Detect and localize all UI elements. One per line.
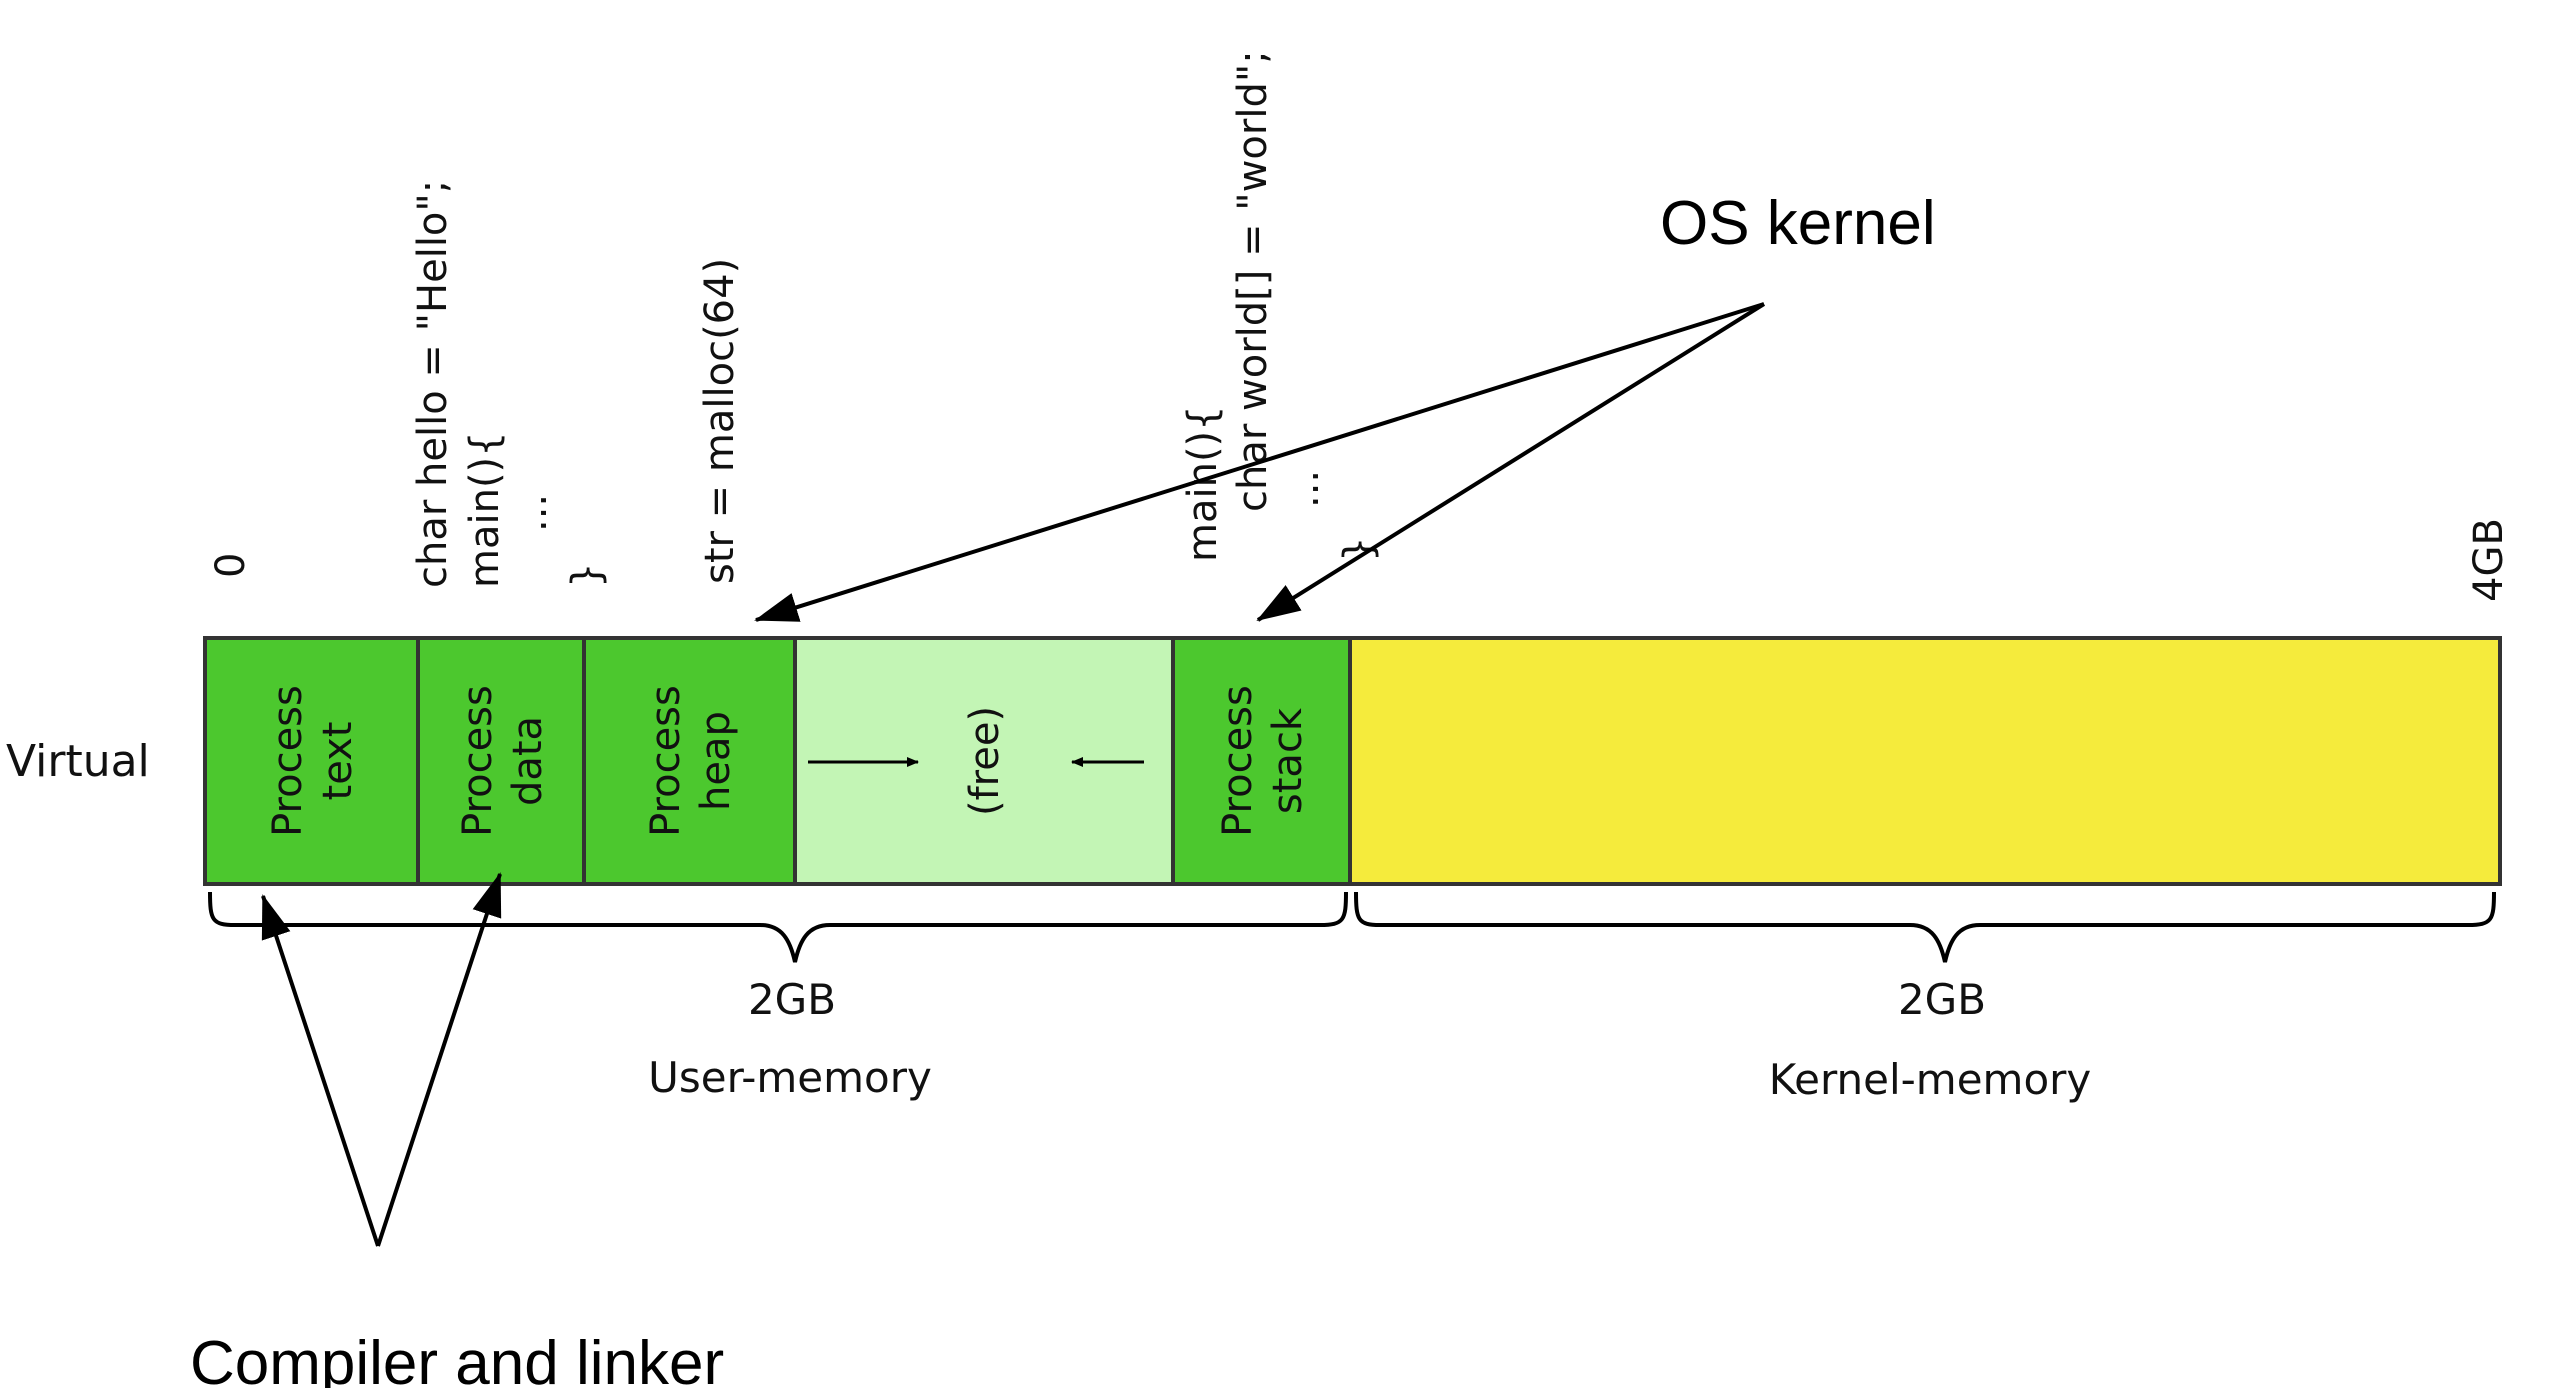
os-kernel-to-stack-arrow xyxy=(1256,302,1766,622)
compiler-linker-label: Compiler and linker xyxy=(190,1329,724,1388)
row-label: Virtual xyxy=(6,736,150,787)
kernel-memory-size: 2GB xyxy=(1898,975,1986,1024)
address-end-label: 4GB xyxy=(2466,518,2512,602)
text-segment-label-line2: text xyxy=(315,722,361,801)
process-heap-segment xyxy=(582,636,797,886)
code-data-line1: char hello = "Hello"; xyxy=(410,180,456,588)
stack-segment-label-line2: stack xyxy=(1265,707,1311,814)
text-segment-label-line1: Process xyxy=(265,685,311,837)
kernel-memory-brace xyxy=(1354,891,2496,963)
code-data-line3: ... xyxy=(510,494,556,532)
code-data-line2: main(){ xyxy=(462,431,508,588)
kernel-memory-label: Kernel-memory xyxy=(1769,1055,2092,1104)
process-text-segment xyxy=(203,636,420,886)
process-stack-segment xyxy=(1171,636,1352,886)
os-kernel-label: OS kernel xyxy=(1660,189,1936,258)
compiler-to-text-arrow xyxy=(261,894,380,1247)
user-memory-label: User-memory xyxy=(648,1053,932,1102)
code-stack-line2: char world[] = "world"; xyxy=(1230,50,1276,512)
data-segment-label-line1: Process xyxy=(455,685,501,837)
code-data-line4: } xyxy=(564,563,610,588)
stack-segment-label-line1: Process xyxy=(1215,685,1261,837)
code-heap-line: str = malloc(64) xyxy=(697,258,743,584)
user-memory-size: 2GB xyxy=(748,975,836,1024)
kernel-segment xyxy=(1348,636,2502,886)
compiler-to-data-arrow xyxy=(376,872,502,1247)
heap-segment-label-line2: heap xyxy=(693,711,739,811)
heap-segment-label-line1: Process xyxy=(643,685,689,837)
address-start-label: 0 xyxy=(208,553,254,578)
data-segment-label-line2: data xyxy=(505,716,551,806)
code-stack-line3: ... xyxy=(1282,470,1328,508)
os-kernel-to-heap-arrow xyxy=(754,302,1765,622)
process-data-segment xyxy=(416,636,586,886)
user-memory-brace xyxy=(208,891,1348,963)
free-segment-label: (free) xyxy=(962,706,1008,816)
